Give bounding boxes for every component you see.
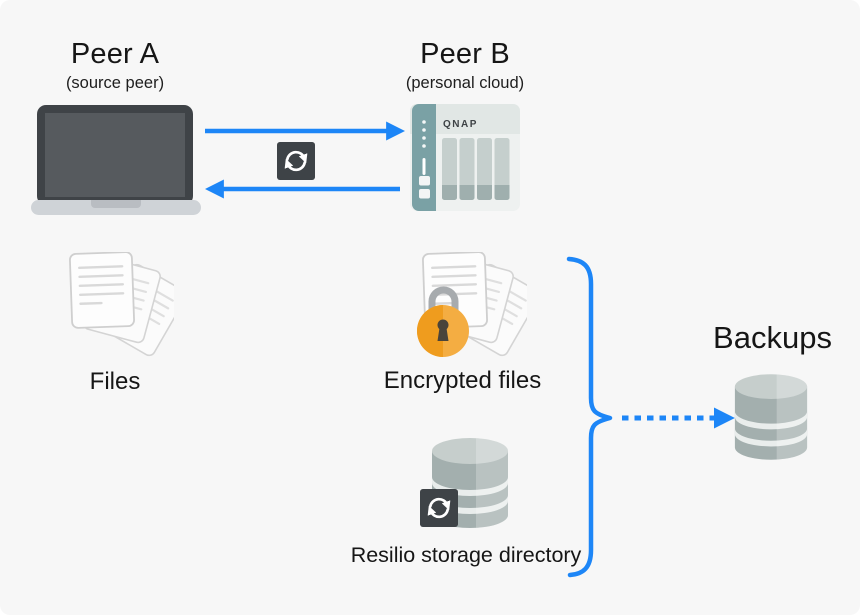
peer-a-title: Peer A [70,38,160,70]
laptop-icon [31,105,201,215]
sync-icon [277,142,315,180]
peer-b-title: Peer B [420,38,510,70]
nas-brand-label: QNAP [443,119,478,130]
files-icon [62,252,174,358]
peer-b-subtitle: (personal cloud) [405,74,525,92]
backup-dotted-arrow [622,407,735,429]
files-label: Files [89,368,141,395]
group-brace [566,256,613,578]
lock-icon [417,286,469,357]
backups-db-icon [733,372,809,462]
encrypted-files-label: Encrypted files [383,367,542,394]
storage-label: Resilio storage directory [350,543,582,567]
backups-title: Backups [713,320,832,355]
storage-sync-icon [420,489,458,527]
sync-arrow-left [204,179,400,199]
peer-a-subtitle: (source peer) [65,74,165,92]
sync-arrow-right [205,121,406,141]
nas-icon: QNAP [410,104,520,211]
